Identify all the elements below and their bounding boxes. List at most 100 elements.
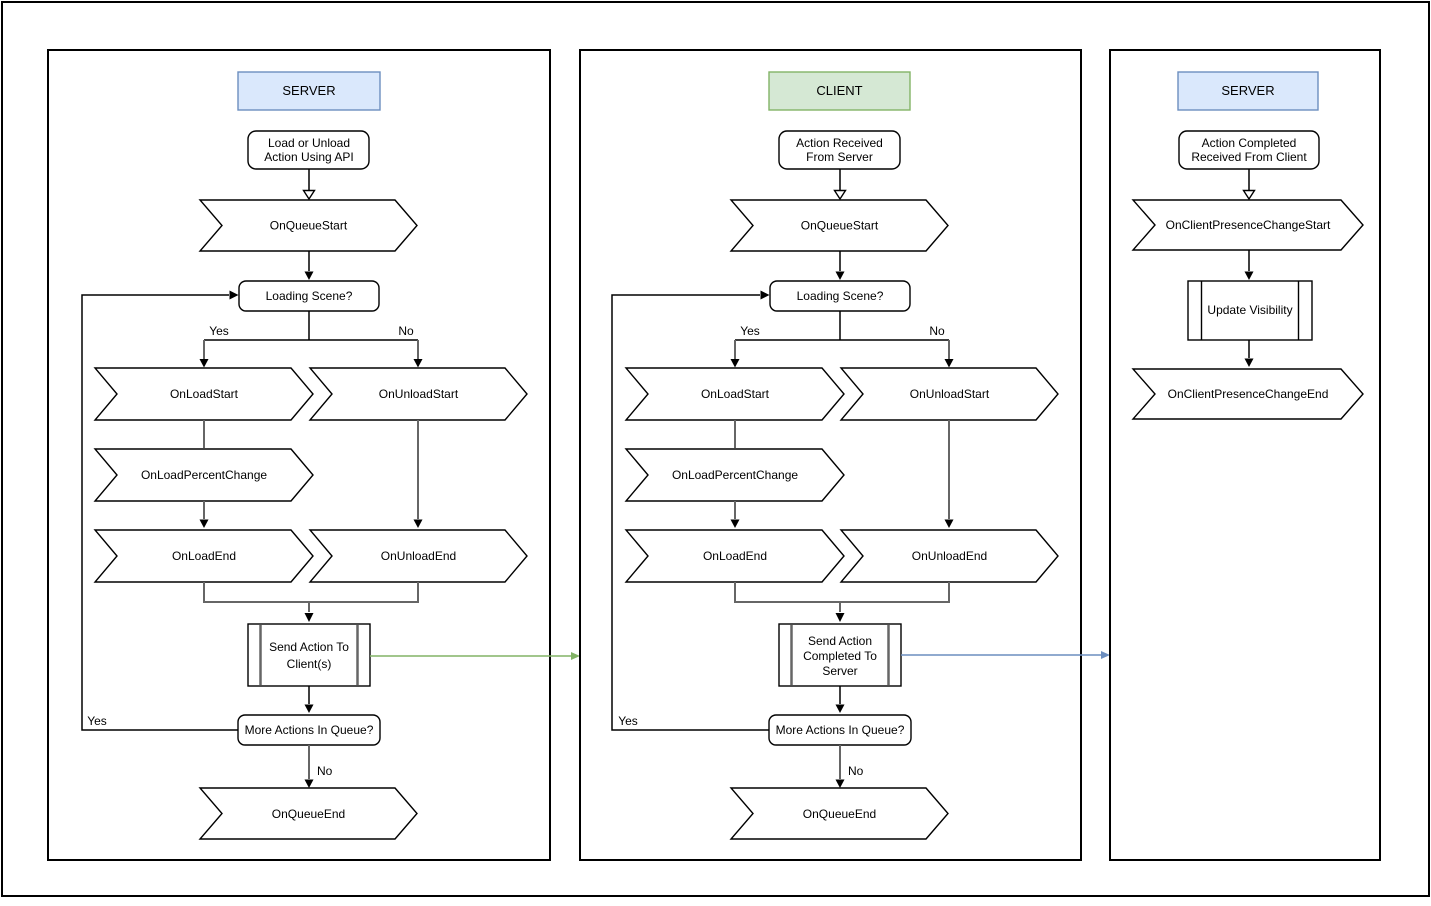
node-more-actions-label: More Actions In Queue? [776, 723, 905, 737]
node-onloadend [624, 529, 845, 583]
server-header-box [237, 71, 381, 111]
node-send-action-to-clients [247, 623, 371, 687]
node-loading-scene-label: Loading Scene? [797, 289, 884, 303]
node-send-action-line2: Client(s) [287, 657, 332, 671]
node-onloadstart-label: OnLoadStart [701, 387, 770, 401]
node-onloadend-label: OnLoadEnd [703, 549, 767, 563]
node-onloadstart [624, 367, 845, 421]
node-onunloadend-label: OnUnloadEnd [912, 549, 987, 563]
node-onloadstart [93, 367, 314, 421]
node-onunloadend-label: OnUnloadEnd [381, 549, 456, 563]
open-arrowhead [1242, 189, 1256, 201]
node-onclientpresencechangeend-label: OnClientPresenceChangeEnd [1168, 387, 1329, 401]
arrowhead [413, 359, 423, 368]
arrowhead [199, 519, 209, 528]
open-arrowhead [833, 189, 847, 201]
loop-yes-label: Yes [618, 714, 638, 728]
node-onloadend [93, 529, 314, 583]
arrowhead [760, 290, 770, 300]
node-onqueueend [198, 787, 418, 840]
node-send-completed-line1: Send Action [808, 634, 872, 648]
node-onclientpresencechangeend [1131, 368, 1364, 420]
node-update-visibility [1187, 280, 1313, 341]
node-send-completed-line3: Server [822, 664, 857, 678]
branch-split [204, 311, 418, 341]
node-onqueuestart-label: OnQueueStart [801, 219, 879, 233]
node-send-completed-line2: Completed To [803, 649, 877, 663]
node-onqueuestart [729, 199, 949, 252]
panel-server-left: SERVER Load or Unload Action Using API O… [47, 49, 580, 861]
node-onloadpercentchange [624, 448, 845, 502]
client-header-label: CLIENT [816, 83, 862, 98]
branch-no-label: No [398, 324, 414, 338]
node-action-received-line1: Action Received [796, 136, 883, 150]
node-onunloadstart [839, 367, 1059, 421]
arrowhead [730, 359, 740, 368]
queue-no-label: No [848, 764, 864, 778]
node-onloadpercentchange [93, 448, 314, 502]
loop-yes-connector [611, 294, 769, 731]
cross-panel-arrowhead-green [571, 652, 580, 660]
panel-client: CLIENT Action Received From Server OnQue… [579, 49, 1110, 861]
branch-no-label: No [929, 324, 945, 338]
queue-no-label: No [317, 764, 333, 778]
node-load-unload-action-line1: Load or Unload [268, 136, 350, 150]
merge-connector [734, 582, 950, 612]
arrowhead [730, 519, 740, 528]
branch-split [735, 311, 949, 341]
node-load-unload-action-line2: Action Using API [264, 150, 353, 164]
arrowhead [229, 290, 239, 300]
arrowhead [1244, 271, 1254, 280]
arrowhead [944, 519, 954, 528]
node-loading-scene-label: Loading Scene? [266, 289, 353, 303]
arrowhead [835, 613, 845, 622]
node-onloadstart-label: OnLoadStart [170, 387, 239, 401]
branch-yes-label: Yes [740, 324, 760, 338]
loop-yes-connector [81, 294, 238, 731]
arrowhead [413, 519, 423, 528]
node-onunloadend [308, 529, 528, 583]
node-onloadpercentchange-label: OnLoadPercentChange [141, 468, 267, 482]
node-onunloadend [839, 529, 1059, 583]
arrowhead [944, 359, 954, 368]
branch-yes-label: Yes [209, 324, 229, 338]
arrowhead [1244, 358, 1254, 367]
server-header-label: SERVER [282, 83, 335, 98]
arrowhead [835, 704, 845, 713]
node-onqueueend-label: OnQueueEnd [803, 807, 876, 821]
panel-server-right-border [1109, 49, 1381, 861]
node-action-completed-line1: Action Completed [1202, 136, 1297, 150]
open-arrowhead [302, 189, 316, 201]
node-send-action-line1: Send Action To [269, 640, 349, 654]
server-right-header-box [1177, 71, 1319, 111]
loop-yes-label: Yes [87, 714, 107, 728]
arrowhead [304, 271, 314, 280]
arrowhead [835, 779, 845, 788]
node-onqueueend-label: OnQueueEnd [272, 807, 345, 821]
panel-server-right: SERVER Action Completed Received From Cl… [1109, 49, 1381, 861]
node-onloadend-label: OnLoadEnd [172, 549, 236, 563]
arrowhead [835, 271, 845, 280]
arrowhead [304, 779, 314, 788]
client-header-box [768, 71, 911, 111]
node-onloadpercentchange-label: OnLoadPercentChange [672, 468, 798, 482]
server-right-header-label: SERVER [1221, 83, 1274, 98]
node-onqueuestart-label: OnQueueStart [270, 219, 348, 233]
node-onunloadstart [308, 367, 528, 421]
cross-panel-arrowhead-blue [1101, 651, 1110, 659]
node-action-received-line2: From Server [806, 150, 873, 164]
arrowhead [304, 613, 314, 622]
node-update-visibility-label: Update Visibility [1207, 303, 1292, 317]
node-action-completed-line2: Received From Client [1191, 150, 1307, 164]
node-onunloadstart-label: OnUnloadStart [910, 387, 990, 401]
node-onclientpresencechangestart [1131, 199, 1364, 251]
node-onqueueend [729, 787, 949, 840]
merge-connector [203, 582, 419, 612]
node-onunloadstart-label: OnUnloadStart [379, 387, 459, 401]
node-onqueuestart [198, 199, 418, 252]
node-onclientpresencechangestart-label: OnClientPresenceChangeStart [1166, 218, 1331, 232]
arrowhead [304, 704, 314, 713]
